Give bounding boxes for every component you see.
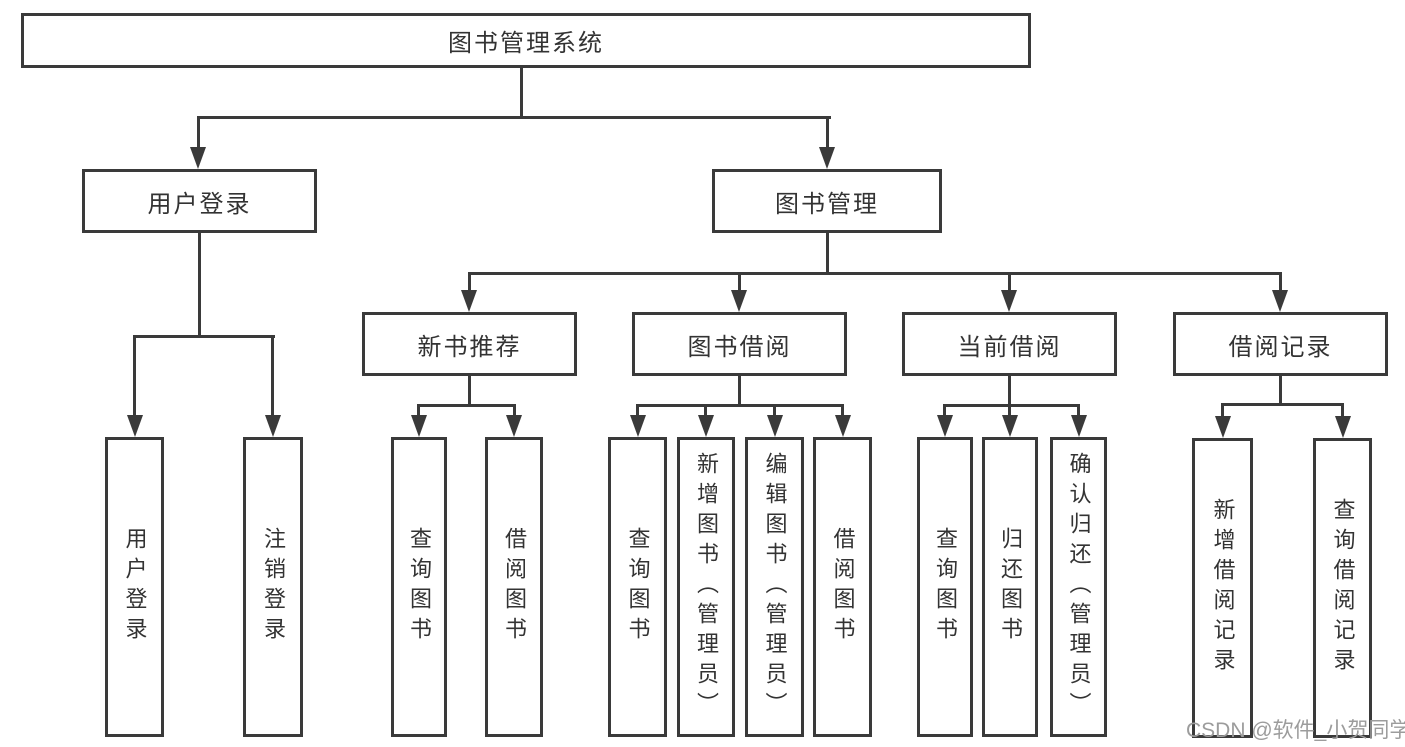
arrow-down-icon (630, 415, 646, 437)
connector-line (1221, 403, 1224, 417)
leaf-bb-edit-books-admin: 编辑图书（管理员） (745, 437, 804, 737)
connector-line (133, 335, 136, 415)
node-label: 图书借阅 (687, 333, 792, 361)
leaf-label: 查询借阅记录 (1330, 498, 1356, 678)
connector-line (133, 335, 275, 338)
connector-line (1077, 404, 1080, 417)
connector-line (826, 231, 829, 275)
connector-line (197, 116, 831, 119)
leaf-label: 查询图书 (407, 527, 432, 647)
arrow-down-icon (411, 415, 427, 437)
connector-line (468, 376, 471, 407)
node-label: 图书管理系统 (448, 30, 604, 57)
node-new-book-recommendation: 新书推荐 (362, 312, 577, 376)
leaf-label: 确认归还（管理员） (1066, 452, 1092, 722)
node-book-management: 图书管理 (712, 169, 942, 233)
connector-line (826, 116, 829, 149)
connector-line (271, 335, 274, 415)
leaf-label: 查询图书 (625, 527, 651, 647)
leaf-nb-borrow-books: 借阅图书 (485, 437, 543, 737)
node-book-borrowing: 图书借阅 (632, 312, 847, 376)
connector-line (1008, 404, 1011, 417)
arrow-down-icon (265, 415, 281, 437)
arrow-down-icon (506, 415, 522, 437)
leaf-label: 编辑图书（管理员） (762, 452, 788, 722)
leaf-label: 归还图书 (998, 527, 1023, 647)
leaf-label: 注销登录 (261, 527, 286, 647)
leaf-label: 新增图书（管理员） (694, 452, 719, 722)
connector-line (636, 404, 844, 407)
arrow-down-icon (1215, 416, 1231, 438)
connector-line (198, 231, 201, 337)
leaf-label: 借阅图书 (502, 527, 527, 647)
leaf-bb-query-books: 查询图书 (608, 437, 667, 737)
connector-line (841, 404, 844, 417)
arrow-down-icon (190, 147, 206, 169)
arrow-down-icon (461, 290, 477, 312)
connector-line (704, 404, 707, 417)
arrow-down-icon (731, 290, 747, 312)
leaf-label: 新增借阅记录 (1210, 498, 1236, 678)
leaf-bb-add-books-admin: 新增图书（管理员） (677, 437, 735, 737)
arrow-down-icon (835, 415, 851, 437)
connector-line (468, 272, 471, 294)
node-library-management-system: 图书管理系统 (21, 13, 1031, 68)
arrow-down-icon (1335, 416, 1351, 438)
leaf-label: 用户登录 (122, 527, 148, 647)
connector-line (520, 66, 523, 118)
connector-line (738, 272, 741, 294)
node-label: 图书管理 (775, 190, 879, 218)
leaf-cb-query-books: 查询图书 (917, 437, 973, 737)
node-label: 用户登录 (147, 190, 252, 218)
arrow-down-icon (767, 415, 783, 437)
node-borrowing-records: 借阅记录 (1173, 312, 1388, 376)
connector-line (943, 404, 1080, 407)
arrow-down-icon (937, 415, 953, 437)
connector-line (1279, 272, 1282, 294)
leaf-nb-query-books: 查询图书 (391, 437, 447, 737)
connector-line (943, 404, 946, 417)
node-label: 借阅记录 (1228, 333, 1333, 361)
connector-line (1221, 403, 1344, 406)
connector-line (636, 404, 639, 417)
connector-line (417, 404, 420, 417)
node-label: 当前借阅 (957, 333, 1062, 361)
arrow-down-icon (1002, 415, 1018, 437)
arrow-down-icon (127, 415, 143, 437)
leaf-logout: 注销登录 (243, 437, 303, 737)
connector-line (738, 376, 741, 407)
leaf-cb-confirm-return-admin: 确认归还（管理员） (1050, 437, 1107, 737)
arrow-down-icon (1071, 415, 1087, 437)
connector-line (773, 404, 776, 417)
connector-line (197, 116, 200, 149)
connector-line (417, 404, 516, 407)
node-current-borrowing: 当前借阅 (902, 312, 1117, 376)
connector-line (513, 404, 516, 417)
arrow-down-icon (698, 415, 714, 437)
connector-line (1008, 376, 1011, 407)
connector-line (1279, 376, 1282, 406)
arrow-down-icon (1001, 290, 1017, 312)
watermark: CSDN @软件_小贺同学 (1186, 719, 1405, 742)
connector-line (468, 272, 1282, 275)
connector-line (1008, 272, 1011, 294)
leaf-br-query-record: 查询借阅记录 (1313, 438, 1372, 738)
leaf-br-add-record: 新增借阅记录 (1192, 438, 1253, 738)
arrow-down-icon (1272, 290, 1288, 312)
leaf-user-login: 用户登录 (105, 437, 164, 737)
node-user-login: 用户登录 (82, 169, 317, 233)
leaf-cb-return-books: 归还图书 (982, 437, 1038, 737)
connector-line (1341, 403, 1344, 417)
leaf-label: 借阅图书 (830, 527, 856, 647)
node-label: 新书推荐 (417, 333, 522, 361)
leaf-label: 查询图书 (933, 527, 958, 647)
leaf-bb-borrow-books: 借阅图书 (813, 437, 872, 737)
arrow-down-icon (819, 147, 835, 169)
